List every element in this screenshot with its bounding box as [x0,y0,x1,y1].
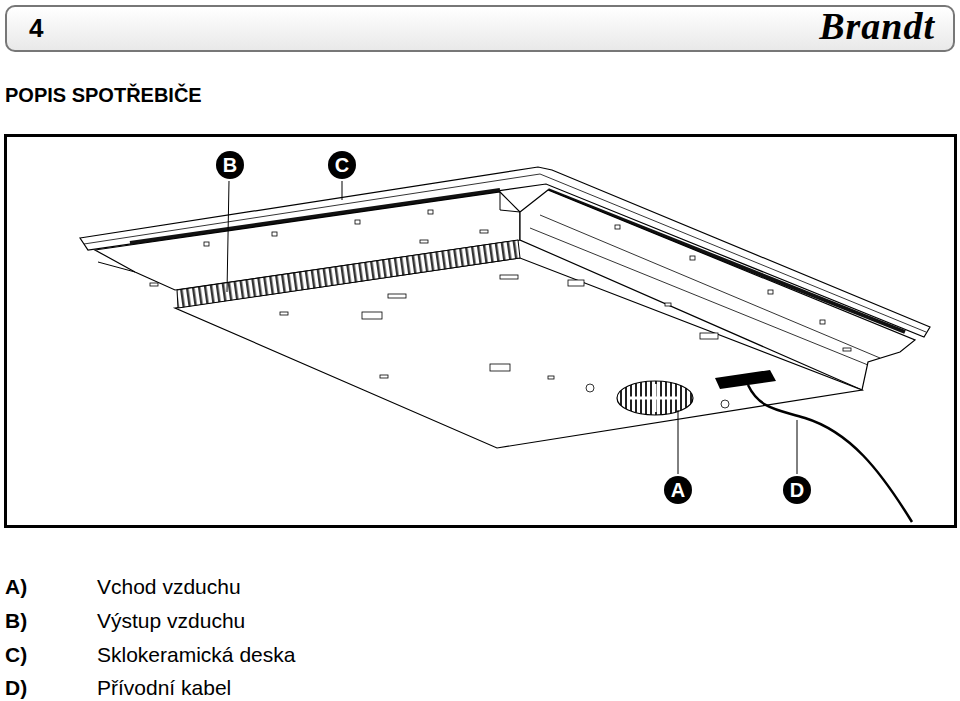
brand-logo: Brandt [819,6,935,48]
section-title: POPIS SPOTŘEBIČE [5,84,202,106]
legend-key: D) [5,676,27,699]
figure-frame [6,136,956,527]
supply-cable [748,385,912,522]
air-outlet [177,240,520,308]
callout-letter: A [664,476,692,504]
header-band: 4 Brandt [5,5,955,52]
legend-key: A) [5,575,27,598]
legend-text: Sklokeramická deska [97,643,295,666]
legend-key: C) [5,643,27,666]
callout-circle [216,151,811,504]
legend-key: B) [5,609,27,632]
page-number: 4 [29,14,43,43]
legend-text: Vchod vzduchu [97,575,241,598]
mounting-marks [150,210,851,408]
legend-text: Přívodní kabel [97,676,231,699]
callout-letter: B [216,151,244,179]
terminal-block [715,370,776,389]
callout-letter: C [328,151,356,179]
leader-line [227,181,797,474]
legend-text: Výstup vzduchu [97,609,245,632]
callout-letter: D [783,476,811,504]
air-inlet [617,381,693,415]
